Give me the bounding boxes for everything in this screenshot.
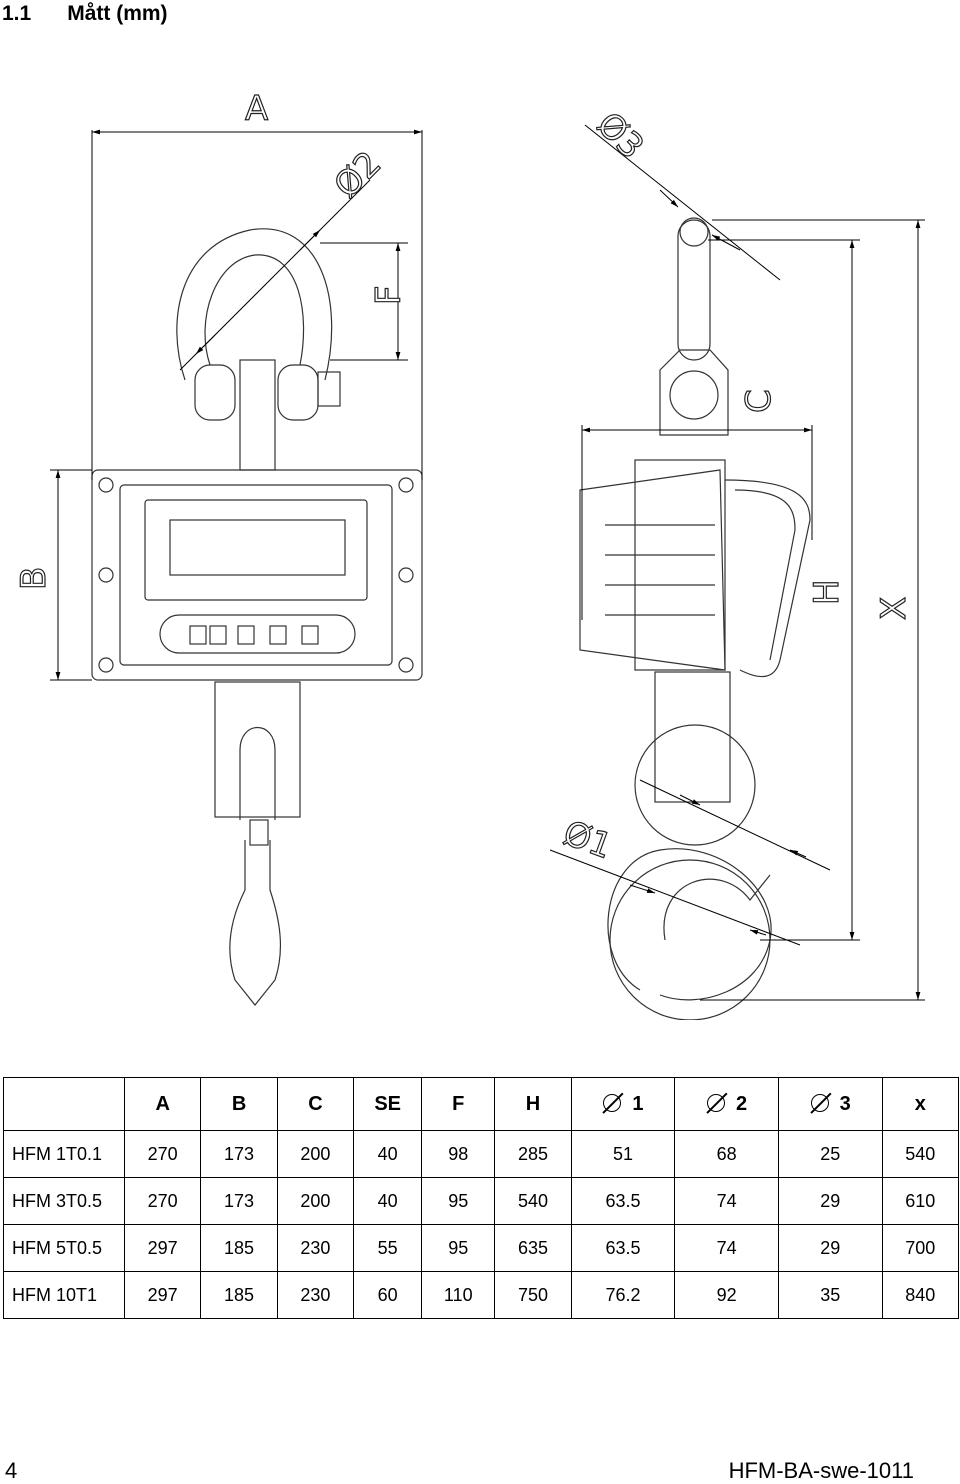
table-cell: 540 [881,1130,960,1178]
table-row: HFM 5T0.5 297 185 230 55 95 635 63.5 74 … [3,1224,960,1272]
table-cell: 200 [276,1130,355,1178]
dimensions-table: A B C SE F H 1 2 3 x HFM 1T0.1 270 173 2… [3,1077,960,1319]
table-cell: 29 [777,1224,883,1272]
table-cell: 610 [881,1177,960,1225]
model-cell: HFM 1T0.1 [3,1130,125,1178]
table-cell: 63.5 [570,1224,676,1272]
header-cell [3,1077,125,1131]
table-cell: 95 [421,1224,496,1272]
front-view [91,228,423,1006]
table-cell: 297 [123,1271,202,1319]
header-cell: 1 [570,1077,676,1131]
table-cell: 29 [777,1177,883,1225]
table-cell: 60 [353,1271,423,1319]
table-cell: 185 [200,1271,278,1319]
header-cell: A [123,1077,202,1131]
table-cell: 230 [276,1224,355,1272]
model-cell: HFM 3T0.5 [3,1177,125,1225]
table-cell: 110 [421,1271,496,1319]
table-header-row: A B C SE F H 1 2 3 x [3,1077,960,1131]
label-d2: Ø2 [327,144,390,207]
model-cell: HFM 5T0.5 [3,1224,125,1272]
table-cell: 700 [881,1224,960,1272]
table-cell: 750 [494,1271,572,1319]
document-id: HFM-BA-swe-1011 [728,1458,914,1483]
diameter-icon [810,1093,830,1113]
table-row: HFM 1T0.1 270 173 200 40 98 285 51 68 25… [3,1130,960,1178]
section-heading: 1.1 Mått (mm) [2,0,168,28]
table-cell: 40 [353,1177,423,1225]
table-cell: 35 [777,1271,883,1319]
label-d3: Ø3 [589,105,652,168]
table-cell: 297 [123,1224,202,1272]
header-cell: 2 [674,1077,779,1131]
header-cell: SE [353,1077,423,1131]
table-cell: 95 [421,1177,496,1225]
table-cell: 185 [200,1224,278,1272]
table-cell: 635 [494,1224,572,1272]
table-row: HFM 3T0.5 270 173 200 40 95 540 63.5 74 … [3,1177,960,1225]
header-cell: x [881,1077,960,1131]
header-cell: 3 [777,1077,883,1131]
model-cell: HFM 10T1 [3,1271,125,1319]
side-view [579,217,811,1020]
label-x: X [874,597,914,620]
table-cell: 74 [674,1177,779,1225]
label-b: B [14,567,54,590]
section-title: Mått (mm) [67,2,168,25]
label-d1: Ø1 [558,813,617,867]
table-cell: 76.2 [570,1271,676,1319]
diameter-icon [602,1093,622,1113]
technical-drawing: A B F Ø2 Ø3 C H X Ø1 [13,88,925,1020]
header-cell: F [421,1077,496,1131]
table-cell: 92 [674,1271,779,1319]
table-cell: 68 [674,1130,779,1178]
label-f: F [369,285,409,305]
table-cell: 173 [200,1177,278,1225]
page-number: 4 [5,1458,18,1483]
table-cell: 40 [353,1130,423,1178]
dimension-drawing: A B F Ø2 Ø3 C H X Ø1 [0,60,960,1020]
table-cell: 51 [570,1130,676,1178]
table-cell: 270 [123,1130,202,1178]
section-number: 1.1 [2,2,32,25]
header-cell: C [276,1077,355,1131]
table-cell: 230 [276,1271,355,1319]
table-cell: 200 [276,1177,355,1225]
table-row: HFM 10T1 297 185 230 60 110 750 76.2 92 … [3,1271,960,1319]
table-cell: 63.5 [570,1177,676,1225]
table-cell: 285 [494,1130,572,1178]
header-cell: B [200,1077,278,1131]
label-h: H [807,579,847,605]
table-cell: 74 [674,1224,779,1272]
table-cell: 25 [777,1130,883,1178]
table-cell: 270 [123,1177,202,1225]
label-c: C [739,389,779,413]
table-cell: 173 [200,1130,278,1178]
table-cell: 540 [494,1177,572,1225]
table-cell: 840 [881,1271,960,1319]
diameter-icon [706,1093,726,1113]
table-cell: 55 [353,1224,423,1272]
label-a: A [245,89,268,129]
header-cell: H [494,1077,572,1131]
table-cell: 98 [421,1130,496,1178]
